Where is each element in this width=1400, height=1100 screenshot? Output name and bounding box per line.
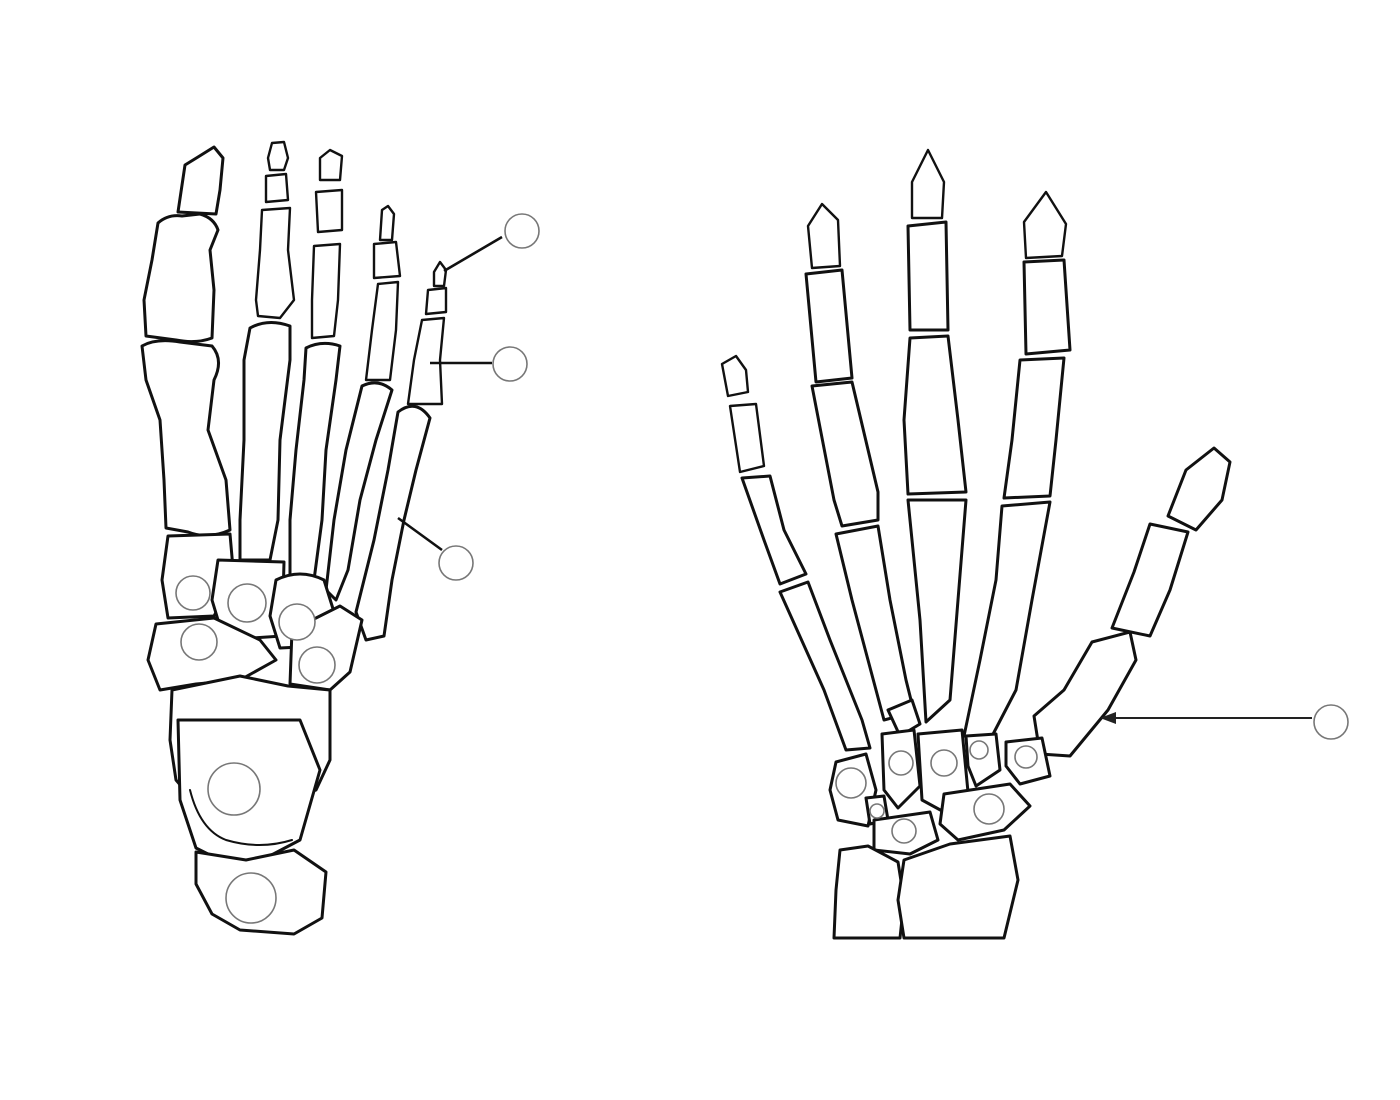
leader-lines <box>397 235 1312 724</box>
hand-distal-phalanx-4 <box>806 202 842 270</box>
hand-proximal-phalanx-2 <box>1002 356 1066 500</box>
foot-distal-phalanx-1 <box>176 145 225 216</box>
foot-distal-phalanx-leader <box>443 235 503 273</box>
foot-proximal-phalanx-3 <box>310 242 342 340</box>
hand-distal-phalanx-3 <box>910 148 946 220</box>
hand-distal-phalanx-2 <box>1022 190 1068 260</box>
foot-metatarsal-3 <box>288 341 342 582</box>
foot-cuboid-slot[interactable] <box>298 646 336 684</box>
foot-middle-phalanx-4 <box>372 240 402 280</box>
foot-middle-phalanx-5 <box>424 286 448 316</box>
hand-scaphoid-slot[interactable] <box>973 793 1005 825</box>
hand-proximal-phalanx-4 <box>810 380 880 528</box>
foot-talus-slot[interactable] <box>207 762 261 816</box>
foot-distal-phalanx-4 <box>378 204 396 242</box>
hand-radius <box>896 834 1020 940</box>
foot-metatarsal-1 <box>140 339 232 537</box>
hand-pisiform-slot[interactable] <box>869 803 885 819</box>
hand-lunate-slot[interactable] <box>891 818 917 844</box>
hand-proximal-phalanx-3 <box>902 334 968 496</box>
hand-proximal-phalanx-5 <box>740 474 808 586</box>
hand-distal-phalanx-1 <box>1166 446 1232 532</box>
foot-lateral-cuneiform-slot[interactable] <box>278 603 316 641</box>
foot-medial-cuneiform-slot[interactable] <box>175 575 211 611</box>
foot-intermediate-cuneiform-slot[interactable] <box>227 583 267 623</box>
foot-distal-phalanx-5 <box>432 260 448 288</box>
foot-metatarsal-2 <box>238 321 292 562</box>
hand-middle-phalanx-2 <box>1022 258 1072 356</box>
hand-middle-phalanx-3 <box>906 220 950 332</box>
foot-distal-phalanx-slot[interactable] <box>504 213 540 249</box>
hand-ulna <box>832 844 906 940</box>
foot-proximal-phalanx-slot[interactable] <box>492 346 528 382</box>
hand-hook-carpal <box>886 698 922 738</box>
foot-proximal-phalanx-1 <box>142 212 220 344</box>
foot-proximal-phalanx-4 <box>364 280 400 382</box>
hand-proximal-phalanx-1 <box>1110 522 1190 638</box>
hand-hamate-slot[interactable] <box>835 767 867 799</box>
hand-middle-phalanx-5 <box>728 402 766 474</box>
hand-trapezium-slot[interactable] <box>969 740 989 760</box>
foot-middle-phalanx-3 <box>314 188 344 234</box>
hand-middle-phalanx-4 <box>804 268 854 384</box>
hand-skeleton <box>720 148 1232 940</box>
hand-metacarpal-1-bone <box>1032 630 1138 758</box>
foot-calcaneus-slot[interactable] <box>225 872 277 924</box>
foot-proximal-phalanx-2 <box>254 206 296 320</box>
foot-metatarsal-leader <box>397 516 443 552</box>
foot-metatarsal-slot[interactable] <box>438 545 474 581</box>
foot-navicular-slot[interactable] <box>180 623 218 661</box>
hand-capitate-slot[interactable] <box>888 750 914 776</box>
hand-metacarpal-slot[interactable] <box>1313 704 1349 740</box>
foot-distal-phalanx-3 <box>318 148 344 182</box>
foot-label-slots <box>175 213 540 924</box>
hand-label-slots <box>835 704 1349 844</box>
hand-thumb-carpal-slot[interactable] <box>1014 745 1038 769</box>
hand-metacarpal-3 <box>906 498 968 724</box>
foot-talus-detail <box>189 789 293 846</box>
hand-metacarpal-2 <box>962 500 1052 742</box>
foot-distal-phalanx-2 <box>266 140 290 172</box>
hand-metacarpal-5 <box>778 580 872 752</box>
hand-trapezoid-slot[interactable] <box>930 749 958 777</box>
foot-middle-phalanx-2 <box>264 172 290 204</box>
hand-distal-phalanx-5 <box>720 354 750 398</box>
hand-metacarpal-arrowhead <box>1100 712 1116 724</box>
foot-skeleton <box>140 140 448 936</box>
foot-proximal-phalanx-5 <box>406 316 446 406</box>
